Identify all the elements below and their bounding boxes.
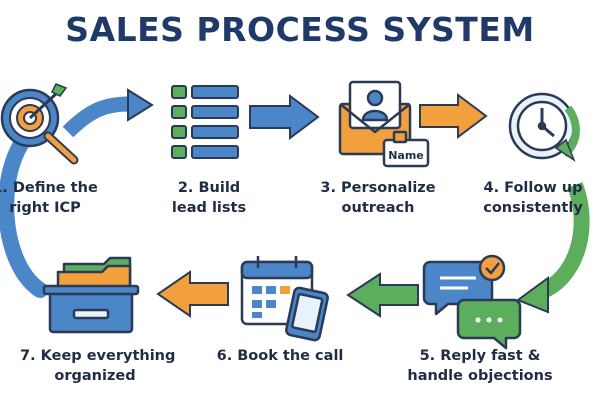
target-icon	[0, 83, 79, 165]
file-drawer-icon	[42, 256, 140, 334]
clock-icon	[508, 92, 580, 162]
arrow-4-to-5	[536, 182, 590, 300]
arrow-4-to-5-head	[515, 276, 549, 314]
arrow-1-to-2-head	[127, 88, 154, 122]
arrow-3-to-4	[419, 93, 488, 139]
name-tag-label: Name	[388, 149, 424, 162]
arrow-1-to-2	[62, 96, 131, 138]
arrow-6-to-7	[156, 270, 229, 318]
list-icon	[171, 85, 239, 159]
step-5-label: 5. Reply fast &handle objections	[407, 348, 553, 384]
chat-bubbles-icon	[422, 254, 522, 350]
arrow-5-to-6	[346, 272, 419, 318]
step-6-label: 6. Book the call	[216, 348, 344, 364]
envelope-icon	[338, 80, 430, 168]
calendar-icon	[240, 256, 329, 342]
page-title: SALES PROCESS SYSTEM	[65, 10, 535, 49]
arrow-2-to-3	[249, 94, 320, 140]
